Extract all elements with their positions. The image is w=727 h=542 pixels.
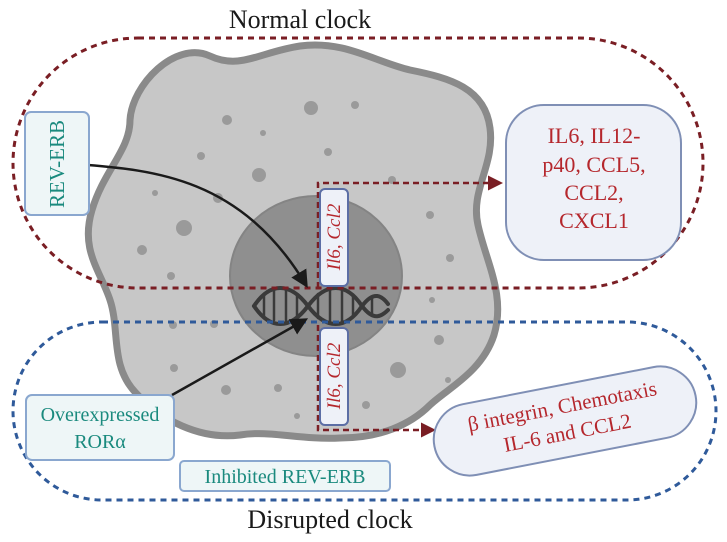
inhibited-label: Inhibited REV-ERB [205,466,366,488]
disrupted-output-connector [316,325,436,438]
normal-output-line: CXCL1 [559,208,629,233]
nucleus [229,195,403,357]
normal-clock-region [11,36,705,290]
disrupted-output-group: β integrin, Chemotaxis IL-6 and CCL2 [432,365,698,477]
cytoplasm-dots [137,101,454,419]
normal-output-line: IL6, IL12- [548,123,641,148]
gene-label-upper: Il6, Ccl2 [324,203,345,271]
inhibited-box [179,460,391,492]
overexpressed-box [25,394,175,461]
normal-output-line: CCL2, [564,180,623,205]
rev-erb-arrow [75,162,308,289]
normal-output-connector [316,175,503,288]
normal-output-text: IL6, IL12- p40, CCL5, CCL2, CXCL1 [542,123,645,233]
disrupted-clock-region [11,320,718,502]
rev-erb-box [24,111,90,216]
gene-box-lower [319,327,349,426]
title-disrupted-clock: Disrupted clock [247,505,412,534]
gene-label-lower: Il6, Ccl2 [324,342,345,410]
normal-output-box [505,104,682,261]
disrupted-output-box [432,365,698,477]
ror-alpha-arrow [171,318,309,397]
rev-erb-label: REV-ERB [45,120,69,208]
normal-output-line: p40, CCL5, [542,152,645,177]
overexpressed-line1: Overexpressed [41,404,160,426]
gene-box-upper [319,188,349,287]
dna-helix-icon [252,286,390,326]
title-normal-clock: Normal clock [229,5,371,34]
overexpressed-line2: RORα [74,431,126,453]
